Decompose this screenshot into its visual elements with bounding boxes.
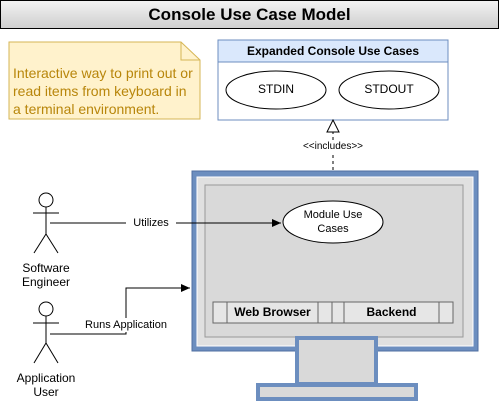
actor-application-user-line1: Application [16,371,76,385]
runs-application-edge [50,284,190,335]
monitor-neck [295,336,378,386]
package-title: Expanded Console Use Cases [246,44,420,58]
screen-tab-web-browser: Web Browser [234,305,311,319]
note-text: Interactive way to print out or read ite… [13,65,193,117]
includes-label: <<includes>> [293,141,373,152]
actor-software-engineer-line1: Software [22,261,70,275]
utilizes-label: Utilizes [126,216,176,230]
module-use-case-shape [282,200,384,244]
actor-software-engineer-figure [33,192,59,254]
actor-application-user-line2: User [33,385,59,399]
use-case-stdin: STDIN [258,82,294,96]
use-case-stdout: STDOUT [364,82,414,96]
note-shape [8,41,201,120]
actor-software-engineer-line2: Engineer [21,275,71,289]
package-header-bg [217,39,449,63]
actor-application-user-figure [33,301,59,364]
use-case-stdin-shape [225,70,327,110]
use-case-stdout-shape [338,70,440,110]
diagram-title: Console Use Case Model [0,0,499,29]
monitor-base [256,383,418,401]
note-fold [180,42,200,61]
module-use-case-label: Module Use Cases [303,209,363,235]
runs-application-label: Runs Application [79,318,173,332]
screen-tab-backend: Backend [366,305,417,319]
screen-bar [212,301,454,324]
